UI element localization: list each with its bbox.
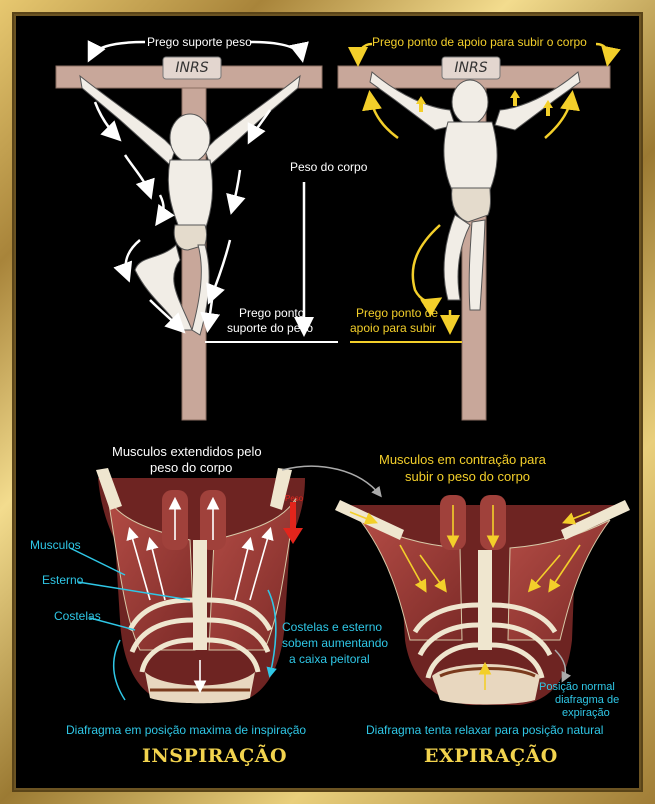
left-torso-top-label-2: peso do corpo <box>150 460 233 475</box>
right-body-figure <box>369 71 581 311</box>
ribs-label-3: a caixa peitoral <box>289 652 370 666</box>
weight-label: Peso <box>285 494 304 503</box>
left-torso-top-label-1: Musculos extendidos pelo <box>112 444 262 459</box>
right-small-up-arrows <box>416 90 553 116</box>
right-inrs-plaque: INRS <box>454 60 488 76</box>
right-foot-label-2: apoio para subir <box>350 321 437 335</box>
body-weight-label: Peso do corpo <box>290 160 368 174</box>
left-top-label: Prego suporte peso <box>147 35 252 49</box>
expiration-title: EXPIRAÇÃO <box>424 745 558 767</box>
costelas-label: Costelas <box>54 609 101 623</box>
musculos-label: Musculos <box>30 538 81 552</box>
right-torso-top-label-2: subir o peso do corpo <box>405 469 531 484</box>
right-torso <box>281 465 630 705</box>
right-foot-label-1: Prego ponto de <box>356 306 439 320</box>
normal-position-label-3: expiração <box>562 707 610 719</box>
left-foot-label-1: Prego ponto <box>239 306 305 320</box>
ribs-label-1: Costelas e esterno <box>282 620 383 634</box>
ribs-label-2: sobem aumentando <box>282 636 389 650</box>
left-torso <box>69 468 305 704</box>
left-diaphragm-label: Diafragma em posição maxima de inspiraçã… <box>66 723 307 737</box>
right-lift-arrows <box>348 42 621 335</box>
right-diaphragm-label: Diafragma tenta relaxar para posição nat… <box>366 723 604 737</box>
left-foot-label-2: suporte do peso <box>227 321 314 335</box>
left-body-figure <box>79 74 301 336</box>
normal-position-label-2: diafragma de <box>555 694 620 706</box>
left-inrs-plaque: INRS <box>175 60 209 76</box>
left-weight-arrows <box>87 40 309 334</box>
inspiration-title: INSPIRAÇÃO <box>142 745 288 767</box>
esterno-label: Esterno <box>42 573 84 587</box>
normal-position-label-1: Posição normal <box>539 681 615 693</box>
right-torso-top-label-1: Musculos em contração para <box>379 452 546 467</box>
right-top-label: Prego ponto de apoio para subir o corpo <box>372 35 587 49</box>
